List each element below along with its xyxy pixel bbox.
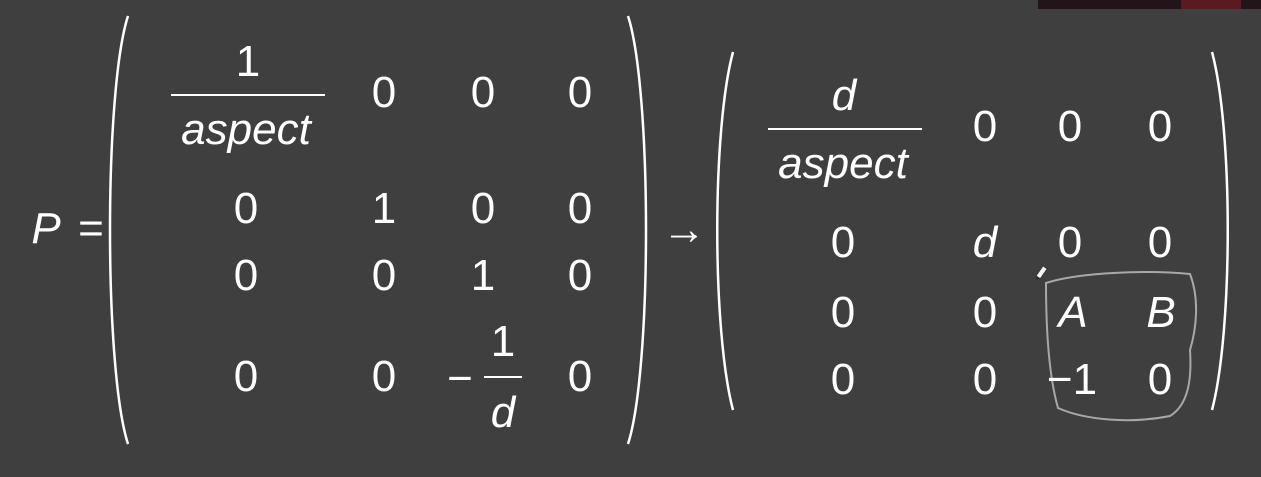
lhs-p: P bbox=[31, 204, 61, 253]
right-r1-c4: 0 bbox=[1147, 102, 1173, 151]
right-r2-c2: d bbox=[972, 218, 998, 267]
right-r4-c4: 0 bbox=[1147, 355, 1173, 404]
left-matrix-right-paren bbox=[626, 15, 648, 445]
left-r1-fraction-bar bbox=[171, 94, 325, 96]
left-r4-denominator: d bbox=[490, 388, 516, 437]
left-r1-c4: 0 bbox=[567, 68, 593, 117]
left-r3-c2: 0 bbox=[371, 251, 397, 300]
equals-sign: = bbox=[78, 204, 104, 253]
right-matrix-right-paren bbox=[1210, 51, 1229, 411]
left-r4-c2: 0 bbox=[371, 352, 397, 401]
left-r4-numerator: 1 bbox=[490, 317, 516, 366]
right-r4-c3: −1 bbox=[1046, 355, 1098, 404]
arrow: → bbox=[662, 205, 706, 254]
left-r2-c1: 0 bbox=[233, 184, 259, 233]
right-r1-c2: 0 bbox=[972, 102, 998, 151]
left-r1-numerator: 1 bbox=[235, 37, 261, 86]
left-r1-c2: 0 bbox=[371, 68, 397, 117]
pen-cursor-icon bbox=[1035, 265, 1048, 281]
right-r1-numerator: d bbox=[831, 71, 857, 120]
right-matrix-left-paren bbox=[716, 51, 735, 411]
right-r4-c1: 0 bbox=[830, 355, 856, 404]
right-r4-c2: 0 bbox=[972, 355, 998, 404]
right-r3-c2: 0 bbox=[972, 288, 998, 337]
right-r1-c3: 0 bbox=[1057, 102, 1083, 151]
right-r1-denominator: aspect bbox=[778, 139, 908, 188]
right-r2-c1: 0 bbox=[830, 218, 856, 267]
left-matrix-left-paren bbox=[108, 15, 130, 445]
left-r2-c4: 0 bbox=[567, 184, 593, 233]
right-r3-c4: B bbox=[1146, 288, 1176, 337]
left-r4-c4: 0 bbox=[567, 352, 593, 401]
left-r3-c4: 0 bbox=[567, 251, 593, 300]
right-r3-c3: A bbox=[1058, 288, 1088, 337]
annotation-loop bbox=[1044, 271, 1198, 422]
right-r1-fraction-bar bbox=[768, 128, 922, 130]
left-r4-c1: 0 bbox=[233, 352, 259, 401]
left-r2-c2: 1 bbox=[371, 184, 397, 233]
left-r1-denominator: aspect bbox=[181, 105, 311, 154]
right-r2-c3: 0 bbox=[1057, 218, 1083, 267]
left-r3-c1: 0 bbox=[233, 251, 259, 300]
right-r2-c4: 0 bbox=[1147, 218, 1173, 267]
left-r2-c3: 0 bbox=[470, 184, 496, 233]
left-r3-c3: 1 bbox=[470, 251, 496, 300]
video-overlay-strip bbox=[1038, 0, 1261, 9]
right-r3-c1: 0 bbox=[830, 288, 856, 337]
left-r4-minus: − bbox=[447, 354, 473, 403]
left-r1-c3: 0 bbox=[470, 68, 496, 117]
left-r4-fraction-bar bbox=[484, 376, 522, 378]
